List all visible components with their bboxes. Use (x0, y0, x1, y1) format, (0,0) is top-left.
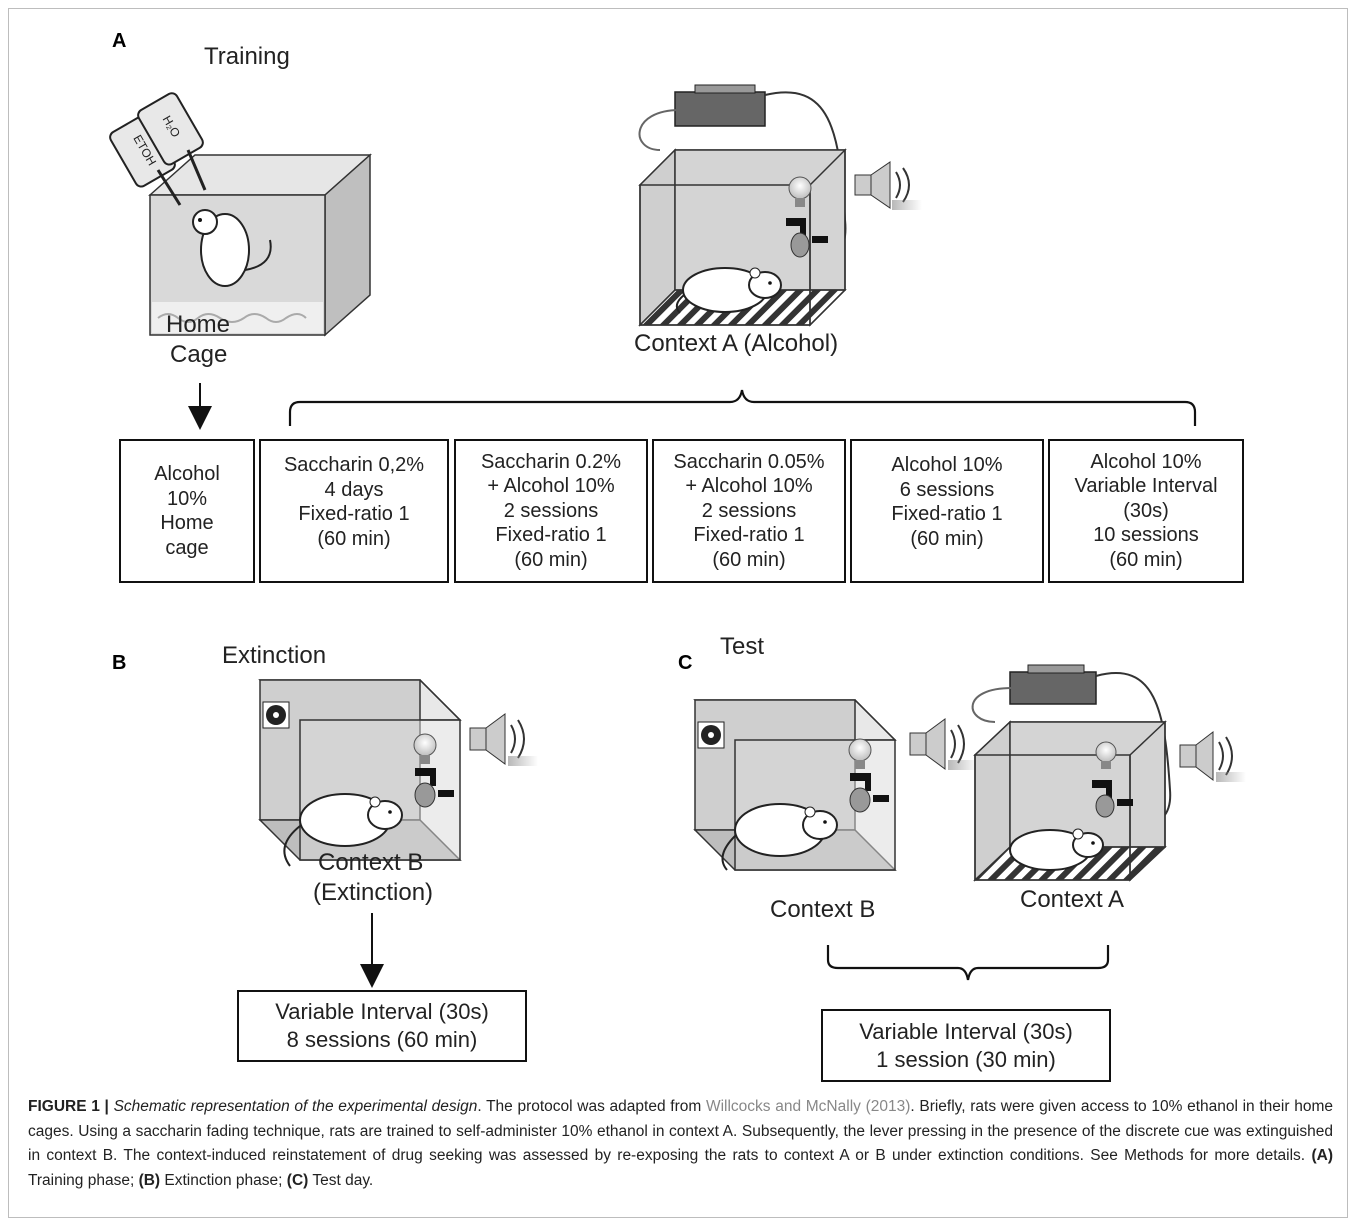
caption-text: . Briefly, rats were given access to 10%… (28, 1098, 1333, 1164)
caption-panel-b-tag: (B) (138, 1171, 161, 1189)
rat-icon (283, 793, 403, 867)
training-step-box: Alcohol 10% Variable Interval (30s) 10 s… (1048, 439, 1244, 583)
figure-frame (8, 8, 1348, 1218)
brace (288, 389, 1197, 426)
pump-icon (1009, 671, 1097, 705)
rat-icon (192, 209, 272, 287)
training-step-box: Alcohol 10% 6 sessions Fixed-ratio 1 (60… (850, 439, 1044, 583)
speaker-icon (1179, 730, 1246, 782)
training-step-box: Alcohol 10% Home cage (119, 439, 255, 583)
light-bulb-icon (1095, 741, 1117, 769)
training-label: Training (204, 43, 290, 70)
figure-number: FIGURE 1 | (28, 1098, 109, 1115)
bottle-icon: ETOH (109, 114, 182, 206)
caption-reference-link[interactable]: Willcocks and McNally (2013) (705, 1098, 911, 1115)
test-context-a-chamber (971, 664, 1246, 882)
caption-text: . The protocol was adapted from (477, 1098, 706, 1115)
fan-icon (697, 721, 725, 749)
context-a-alcohol-label: Context A (Alcohol) (634, 330, 839, 357)
context-b-extinction-label-line2: (Extinction) (313, 879, 434, 906)
speaker-icon (854, 161, 922, 210)
speaker-icon (909, 718, 978, 770)
panel-label-c: C (678, 652, 693, 674)
pump-icon (674, 91, 766, 127)
speaker-icon (469, 713, 538, 766)
context-b-extinction-label-line1: Context B (318, 849, 424, 876)
training-step-box: Saccharin 0,2% 4 days Fixed-ratio 1 (60 … (259, 439, 449, 583)
rat-icon (1009, 828, 1104, 871)
light-bulb-icon (413, 733, 437, 764)
test-context-b-chamber (693, 699, 978, 871)
panel-label-a: A (112, 30, 127, 52)
rat-icon (675, 267, 782, 314)
caption-text: Training phase; (28, 1171, 139, 1189)
brace (826, 945, 1110, 981)
lever-icon (1092, 780, 1133, 818)
home-cage-label-line2: Cage (170, 341, 228, 368)
context-b-chamber (258, 679, 538, 867)
caption-panel-c-tag: (C) (286, 1171, 309, 1189)
extinction-label: Extinction (222, 642, 327, 669)
caption-panel-a-tag: (A) (1311, 1147, 1333, 1164)
panel-label-b: B (112, 652, 127, 674)
test-schedule-box: Variable Interval (30s) 1 session (30 mi… (821, 1009, 1111, 1082)
lever-icon (786, 218, 828, 258)
test-label: Test (720, 633, 765, 660)
rat-icon (721, 803, 838, 871)
light-bulb-icon (788, 176, 812, 207)
light-bulb-icon (848, 738, 872, 769)
training-step-box: Saccharin 0.2% + Alcohol 10% 2 sessions … (454, 439, 648, 583)
home-cage-label-line1: Home (166, 311, 231, 338)
extinction-schedule-box: Variable Interval (30s) 8 sessions (60 m… (237, 990, 527, 1062)
caption-text: Extinction phase; (160, 1171, 287, 1189)
lever-icon (849, 773, 889, 813)
lever-icon (414, 768, 454, 808)
training-step-box: Saccharin 0.05% + Alcohol 10% 2 sessions… (652, 439, 846, 583)
fan-icon (262, 701, 290, 729)
caption-text: Test day. (308, 1171, 374, 1189)
figure-caption: FIGURE 1 | Schematic representation of t… (28, 1095, 1333, 1193)
bottle-icon: H₂O (137, 92, 207, 191)
context-a-chamber (638, 84, 922, 327)
caption-title: Schematic representation of the experime… (113, 1098, 478, 1115)
test-context-b-label: Context B (770, 896, 876, 923)
test-context-a-label: Context A (1020, 886, 1125, 913)
home-cage-illustration: ETOH H₂O (109, 92, 372, 337)
